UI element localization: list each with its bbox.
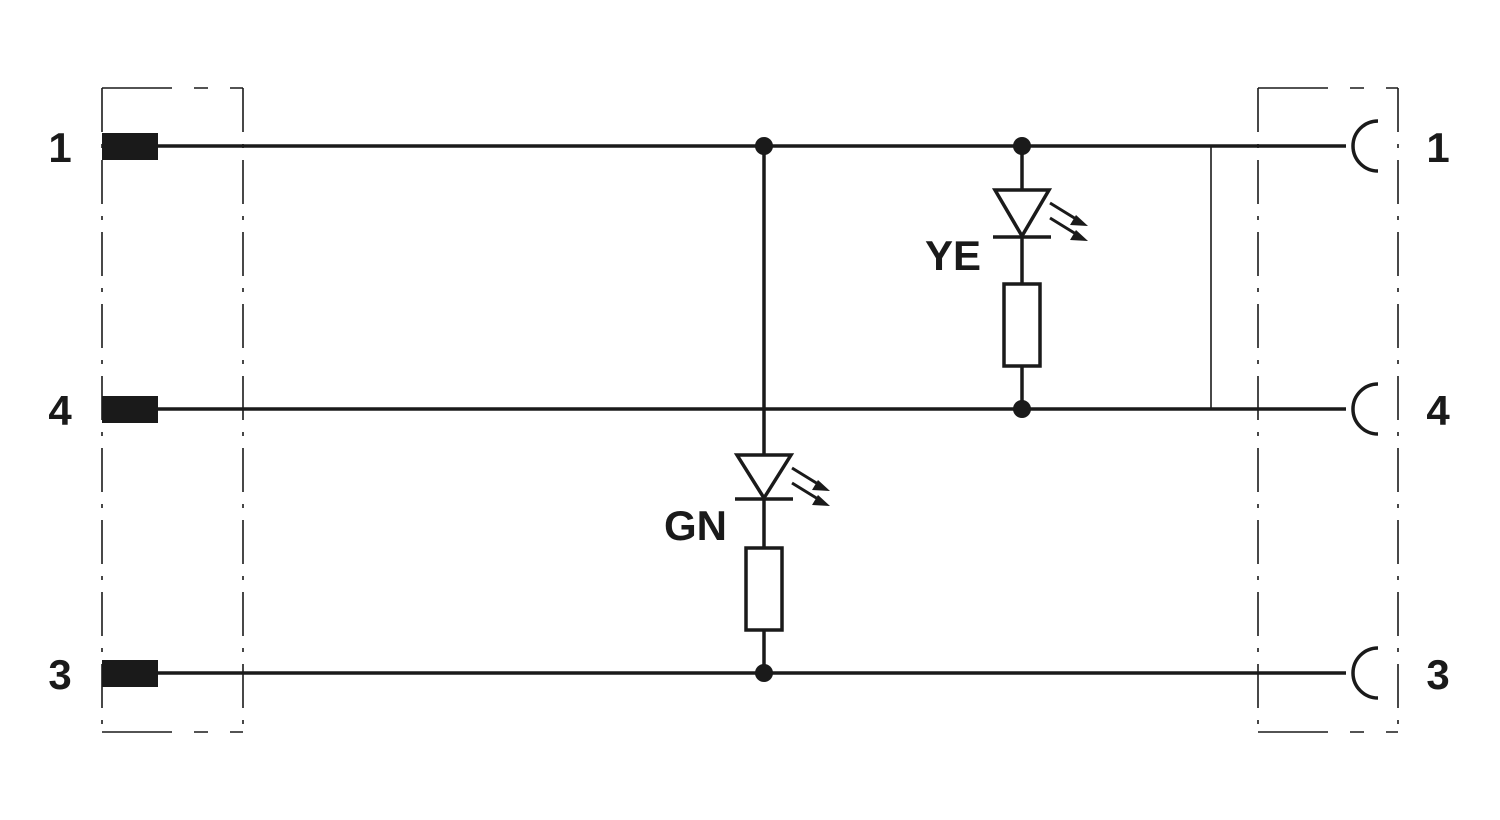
yellow-led-diode xyxy=(991,188,1053,240)
male-contact-4 xyxy=(102,396,158,423)
yellow-led-resistor xyxy=(1002,282,1042,368)
left-pin-label-4: 4 xyxy=(48,387,72,434)
junction-dot xyxy=(755,664,773,682)
junction-dot xyxy=(1013,137,1031,155)
right-pin-label-4: 4 xyxy=(1426,387,1450,434)
female-contact-3 xyxy=(1351,646,1379,700)
right-pin-label-3: 3 xyxy=(1426,651,1449,698)
female-contact-4 xyxy=(1351,382,1379,436)
right-pin-label-1: 1 xyxy=(1426,124,1449,171)
male-contact-1 xyxy=(102,133,158,160)
junction-dot xyxy=(1013,400,1031,418)
yellow-led-branch xyxy=(991,146,1088,409)
green-led-diode xyxy=(733,453,795,502)
left-pin-label-1: 1 xyxy=(48,124,71,171)
green-led-branch xyxy=(733,146,830,673)
female-contact-1 xyxy=(1351,119,1379,173)
male-contact-3 xyxy=(102,660,158,687)
left-pin-label-3: 3 xyxy=(48,651,71,698)
yellow-led-label: YE xyxy=(925,232,981,279)
yellow-led-light-arrows xyxy=(1049,201,1088,241)
green-led-resistor xyxy=(744,546,784,632)
green-led-label: GN xyxy=(664,502,727,549)
junction-dot xyxy=(755,137,773,155)
green-led-light-arrows xyxy=(791,466,830,506)
